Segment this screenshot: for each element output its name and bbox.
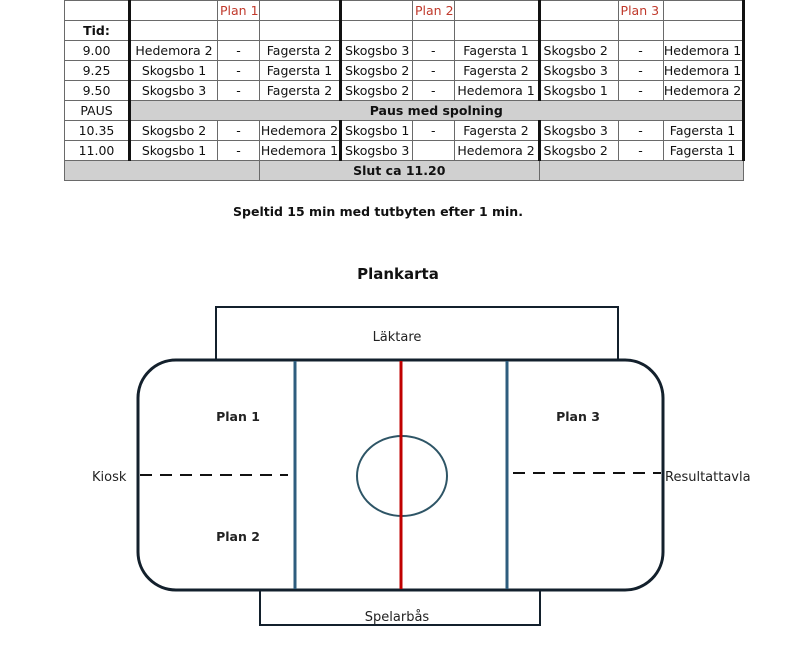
home-team-cell: Skogsbo 2 [339,60,413,81]
plan-1-label: Plan 1 [216,409,260,424]
away-team-cell: Fagersta 1 [662,140,745,161]
away-team-cell: Hedemora 2 [453,140,540,161]
away-team-cell: Hedemora 1 [662,60,745,81]
stand-label: Läktare [373,330,422,345]
away-team-cell: Fagersta 1 [259,60,341,81]
away-team-cell: Fagersta 2 [453,60,540,81]
plan-3-label: Plan 3 [556,409,600,424]
time-cell: 10.35 [64,120,130,141]
end-text: Slut ca 11.20 [259,160,540,181]
plan-1-header: Plan 1 [217,0,260,21]
play-time-note: Speltid 15 min med tutbyten efter 1 min. [233,204,523,219]
map-title: Plankarta [357,265,439,283]
away-team-cell: Fagersta 2 [259,40,341,61]
scoreboard-label: Resultattavla [665,470,751,485]
plan-2-label: Plan 2 [216,529,260,544]
away-team-cell: Fagersta 2 [453,120,540,141]
bench-label: Spelarbås [365,610,430,625]
home-team-cell: Skogsbo 2 [537,140,619,161]
pause-row: PAUS Paus med spolning [64,100,745,121]
time-cell: 9.00 [64,40,130,61]
kiosk-label: Kiosk [92,470,127,485]
time-cell: 11.00 [64,140,130,161]
end-row: Slut ca 11.20 [64,160,744,181]
home-team-cell: Skogsbo 3 [339,140,413,161]
time-header: Tid: [64,20,130,41]
away-team-cell: Hedemora 1 [662,40,745,61]
away-team-cell: Fagersta 1 [453,40,540,61]
time-cell: 9.25 [64,60,130,81]
home-team-cell: Skogsbo 3 [128,80,218,101]
plan-header-row: Plan 1 Plan 2 Plan 3 [64,0,745,21]
away-team-cell: Hedemora 1 [259,140,341,161]
home-team-cell: Skogsbo 3 [339,40,413,61]
time-header-row: Tid: [64,20,745,41]
pause-text: Paus med spolning [128,100,745,121]
home-team-cell: Skogsbo 1 [128,60,218,81]
home-team-cell: Skogsbo 3 [537,60,619,81]
home-team-cell: Skogsbo 1 [537,80,619,101]
home-team-cell: Skogsbo 1 [339,120,413,141]
home-team-cell: Skogsbo 3 [537,120,619,141]
plan-3-header: Plan 3 [617,0,664,21]
